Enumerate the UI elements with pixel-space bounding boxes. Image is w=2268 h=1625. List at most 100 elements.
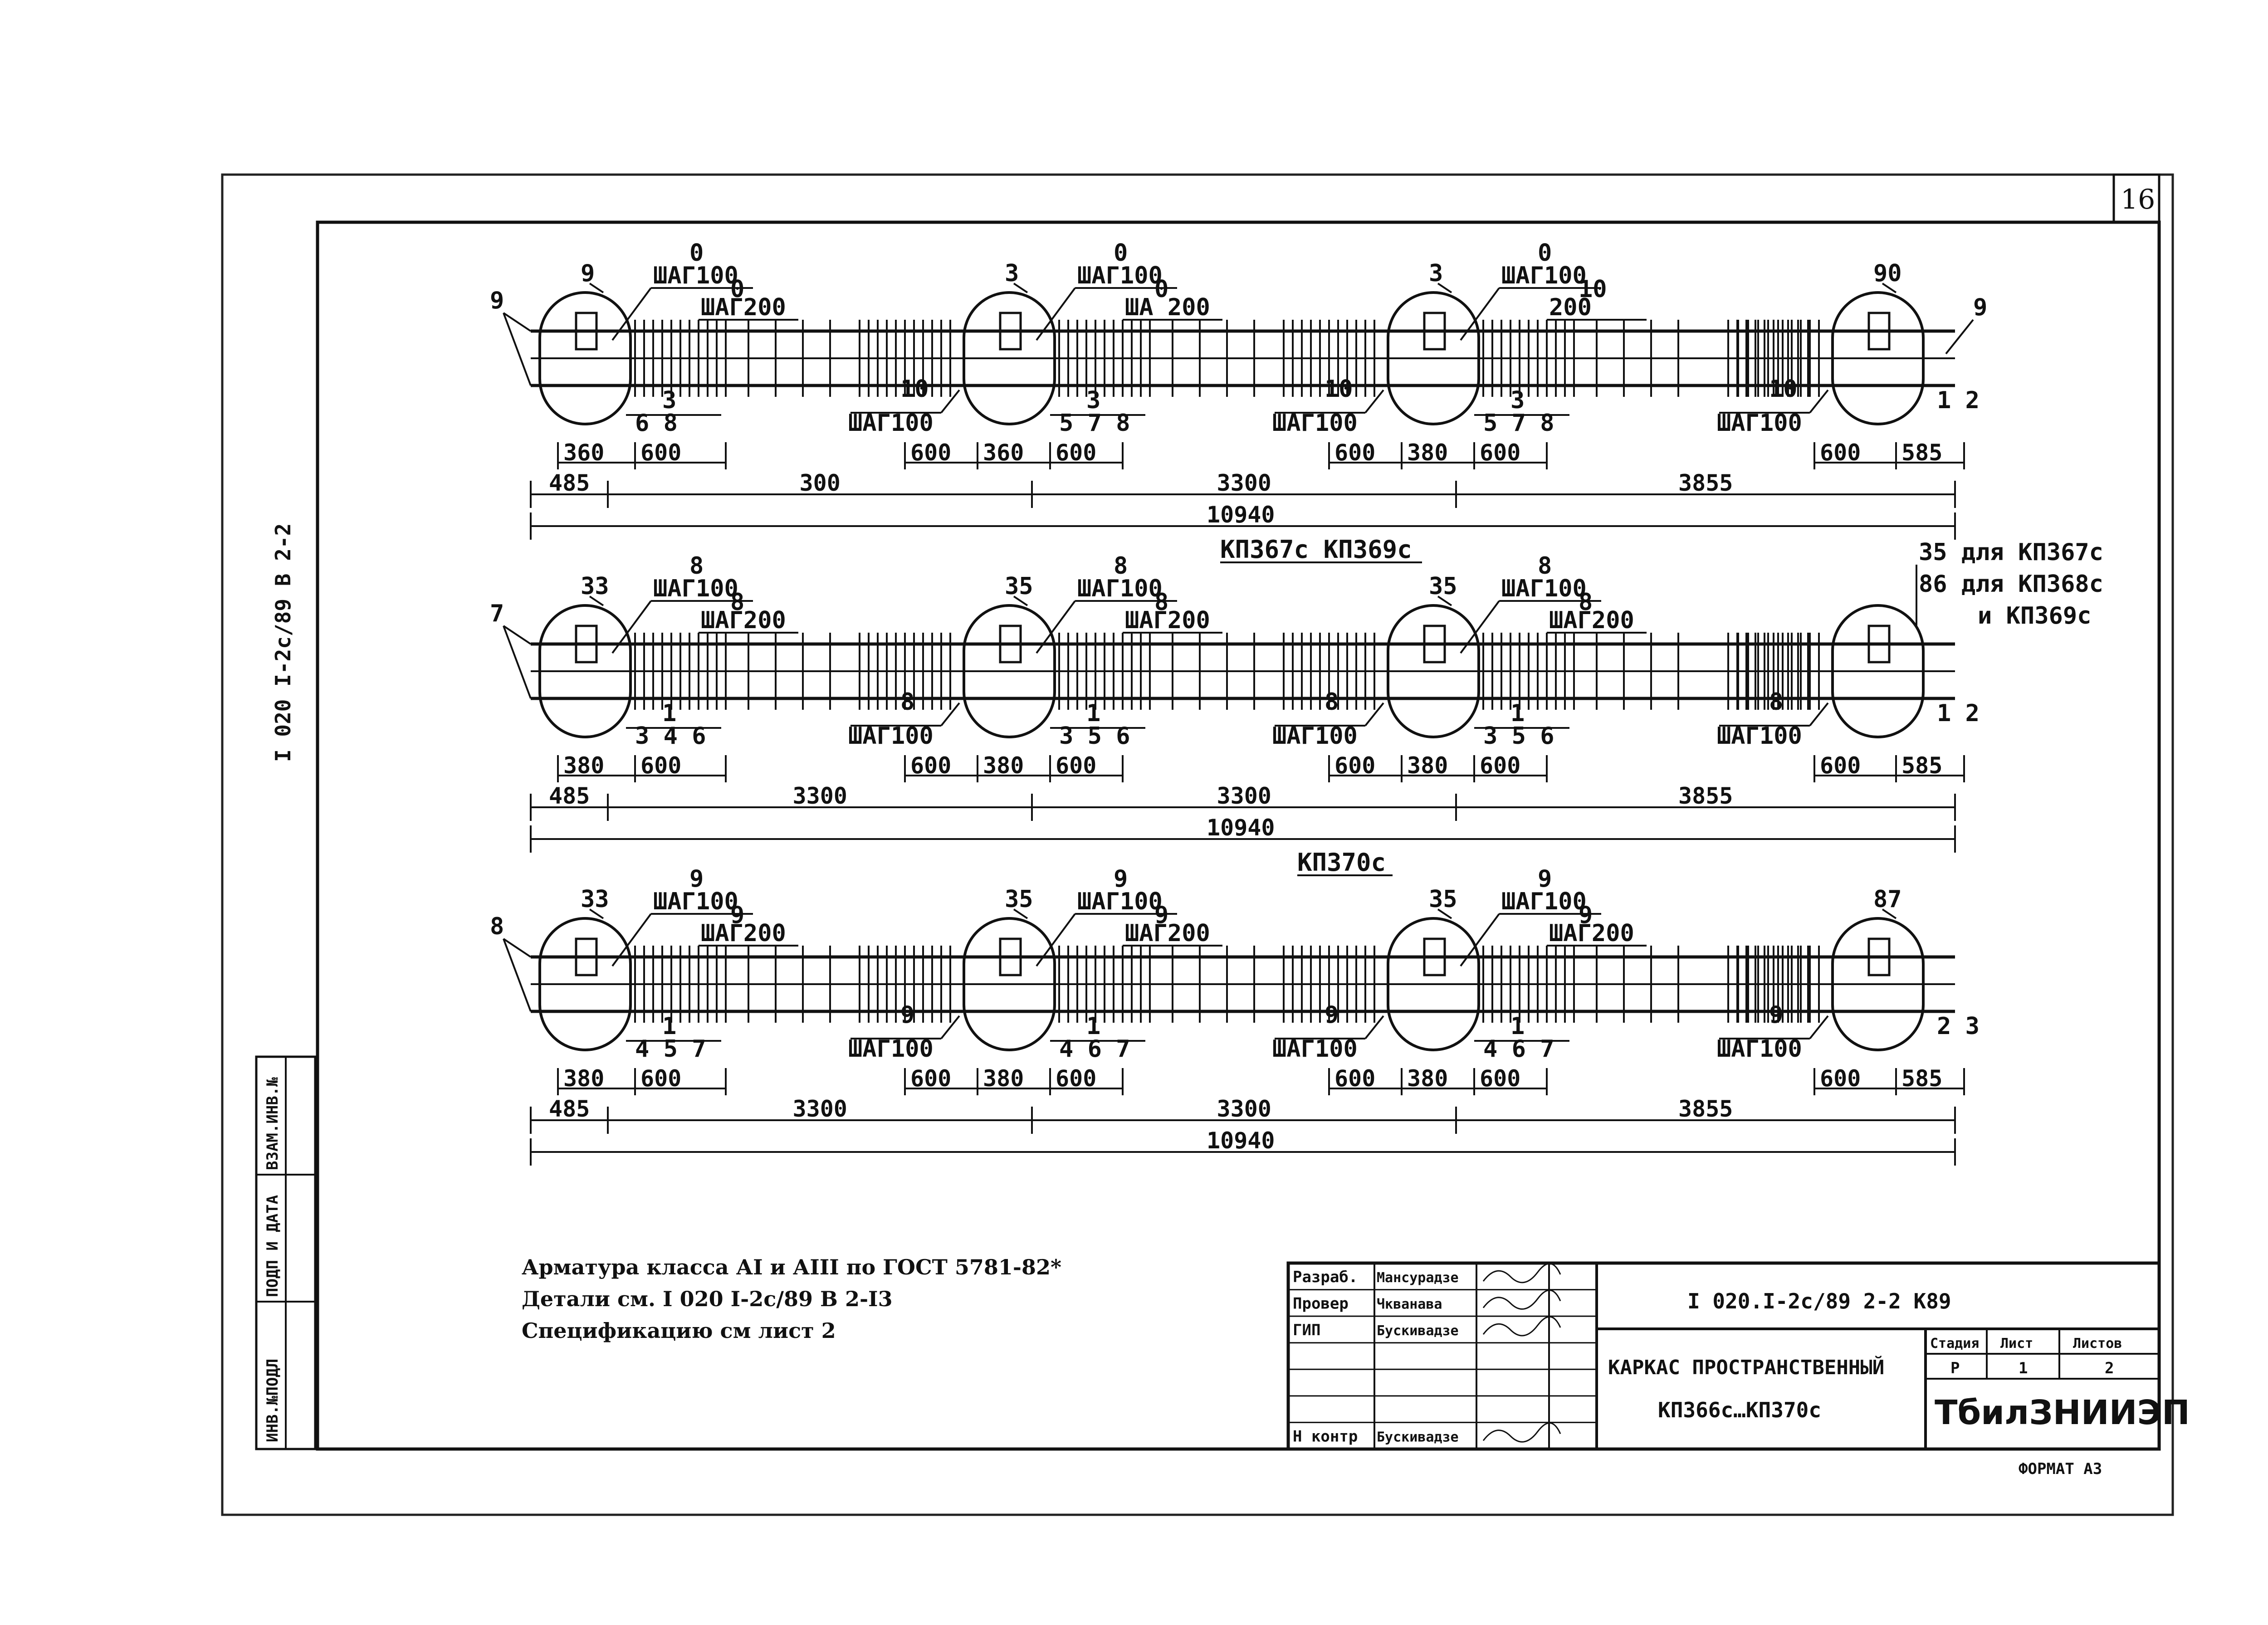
- segment-dimension: 3300: [1217, 470, 1271, 496]
- position-numbers-bottom: 1 2: [1937, 700, 1980, 727]
- small-dimension: 600: [1480, 1065, 1520, 1092]
- step-position-number: 0: [689, 239, 704, 267]
- position-number-bottom: 1: [1510, 700, 1525, 727]
- segment-dimension: 485: [549, 1096, 590, 1122]
- leader-line: [611, 600, 652, 654]
- leader-line: [589, 595, 604, 606]
- step-position-number: 8: [1325, 688, 1339, 716]
- small-dimension: 360: [563, 439, 604, 466]
- small-dimension: 600: [1056, 1065, 1096, 1092]
- leader-line: [1882, 908, 1897, 919]
- stirrup-capsule: [538, 917, 632, 1051]
- embedded-plate: [999, 312, 1022, 351]
- leader-line: [1437, 908, 1452, 919]
- small-dimension: 600: [640, 439, 681, 466]
- step-label-bottom: ШАГ100: [1717, 1035, 1802, 1063]
- step-position-number: 10: [1325, 376, 1353, 403]
- step-label-100: ШАГ100: [1501, 262, 1587, 289]
- position-number-top: 35: [1429, 886, 1457, 913]
- side-note-line: и КП369с: [1978, 602, 2091, 630]
- step-position-number: 9: [1579, 902, 1593, 929]
- segment-dimension: 3855: [1678, 783, 1733, 809]
- step-label-100: ШАГ100: [1077, 888, 1163, 915]
- signature: [1482, 1422, 1561, 1443]
- position-numbers-bottom: 3 4 6: [635, 722, 706, 750]
- position-number-top: 35: [1005, 886, 1033, 913]
- document-code: I 020.I-2с/89 2-2 К89: [1687, 1289, 1951, 1313]
- position-number-bottom: 3: [662, 387, 676, 414]
- segment-dimension: 300: [800, 470, 841, 496]
- step-label-bottom: ШАГ100: [848, 722, 934, 750]
- note-specification: Спецификацию см лист 2: [522, 1318, 836, 1343]
- step-position-number: 9: [1114, 865, 1128, 893]
- position-number-top: 3: [1429, 260, 1443, 287]
- note-details: Детали см. I 020 I-2с/89 В 2-I3: [522, 1287, 893, 1311]
- step-label-bottom: ШАГ100: [1717, 410, 1802, 437]
- stamp-role: Разраб.: [1293, 1268, 1358, 1286]
- small-dimension: 600: [910, 752, 951, 779]
- segment-dimension: 485: [549, 783, 590, 809]
- embedded-plate: [575, 312, 598, 351]
- leader-line: [1882, 283, 1897, 293]
- side-stamp: ИНВ.№ПОДЛ ПОДП И ДАТА ВЗАМ.ИНВ.№: [255, 1055, 317, 1450]
- leader-line: [1460, 287, 1500, 341]
- step-label-100: ШАГ100: [653, 575, 738, 602]
- small-dimension: 600: [640, 752, 681, 779]
- step-position-number: 0: [730, 276, 744, 303]
- step-label-100: ШАГ100: [653, 262, 738, 289]
- step-label-200: ШАГ200: [1549, 607, 1634, 634]
- embedded-plate: [1867, 937, 1891, 976]
- page-number-box: [2112, 173, 2160, 224]
- leader-line: [1013, 595, 1028, 606]
- position-numbers-bottom: 4 6 7: [1059, 1035, 1130, 1063]
- stirrup-capsule: [963, 291, 1056, 425]
- stamp-name: Мансурадзе: [1377, 1270, 1459, 1286]
- step-position-number: 8: [1154, 589, 1168, 616]
- stirrup-capsule: [963, 604, 1056, 738]
- end-leader: [503, 312, 532, 332]
- frame-title: КП367с КП369с: [1220, 535, 1412, 564]
- small-dimension: 360: [983, 439, 1024, 466]
- small-dimension: 600: [1056, 752, 1096, 779]
- step-position-number: 8: [1769, 688, 1783, 716]
- embedded-plate: [1423, 937, 1446, 976]
- stirrup-capsule: [1387, 917, 1480, 1051]
- small-dimension: 600: [1480, 439, 1520, 466]
- step-label-200: ШАГ200: [701, 294, 786, 321]
- leader-line: [1036, 600, 1076, 654]
- step-position-number: 10: [1769, 376, 1798, 403]
- stirrup-capsule: [1831, 917, 1925, 1051]
- small-dimension: 380: [983, 752, 1024, 779]
- outer-sheet-border: [221, 173, 2174, 1516]
- small-dimension: 380: [563, 1065, 604, 1092]
- stamp-name: Бускивадзе: [1377, 1323, 1459, 1339]
- end-leader: [503, 938, 532, 958]
- step-position-number: 0: [1154, 276, 1168, 303]
- step-label-bottom: ШАГ100: [1272, 1035, 1358, 1063]
- position-numbers-bottom: 2 3: [1937, 1013, 1980, 1040]
- stamp-name: Чкванава: [1377, 1297, 1442, 1313]
- position-number-bottom: 1: [1510, 1013, 1525, 1040]
- leader-line: [589, 283, 604, 293]
- embedded-plate: [999, 937, 1022, 976]
- small-dimension: 600: [640, 1065, 681, 1092]
- position-number-top: 33: [581, 886, 609, 913]
- small-dimension: 380: [1407, 1065, 1448, 1092]
- small-dimension: 380: [983, 1065, 1024, 1092]
- step-label-200: ШАГ200: [1549, 920, 1634, 947]
- position-number-top: 3: [1005, 260, 1019, 287]
- stage-header: Стадия: [1930, 1336, 1979, 1352]
- position-numbers-bottom: 4 6 7: [1483, 1035, 1554, 1063]
- sheet-value: 1: [2019, 1359, 2028, 1377]
- step-position-number: 8: [1538, 552, 1552, 580]
- leader-line: [1364, 1015, 1384, 1039]
